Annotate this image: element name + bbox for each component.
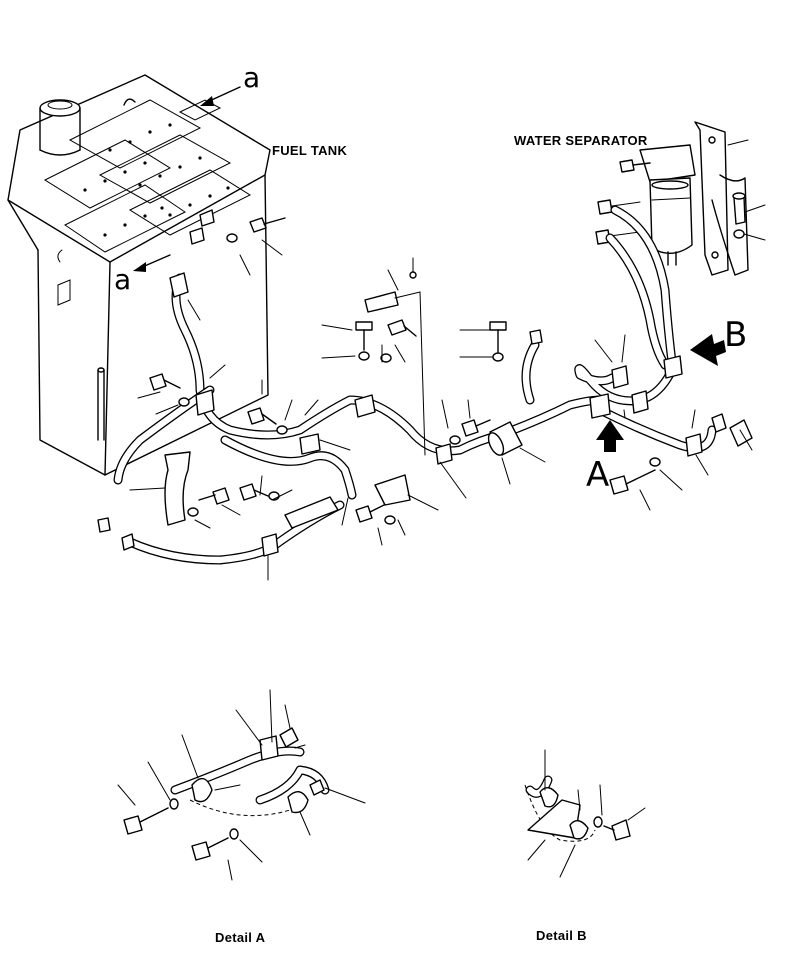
view-arrow-a — [596, 420, 624, 452]
leader-lines-main — [129, 139, 766, 581]
detail-a-caption: Detail A — [215, 930, 266, 945]
fuel-hose-right — [574, 364, 717, 453]
fuel-hose-lower — [220, 340, 540, 500]
view-a-lower-label: a — [114, 263, 132, 296]
fuel-hose-separator-in — [605, 205, 677, 370]
view-arrow-a-upper — [200, 86, 241, 106]
detail-b-caption: Detail B — [536, 928, 587, 943]
fuel-hose-return — [113, 385, 345, 565]
fuel-hose-main — [171, 273, 605, 456]
detail-b — [524, 749, 646, 878]
fittings — [97, 209, 753, 551]
arrow-a-label: A — [586, 455, 610, 495]
fuel-tank-label: FUEL TANK — [272, 143, 348, 158]
view-arrow-b — [690, 334, 726, 366]
hose-clamps — [169, 272, 703, 557]
view-arrow-a-lower — [133, 254, 171, 272]
detail-a — [117, 689, 366, 881]
water-separator-label: WATER SEPARATOR — [514, 133, 648, 148]
arrow-b-label: B — [724, 315, 748, 355]
bolts — [149, 217, 656, 523]
washers — [178, 233, 661, 525]
in-line-strainer — [487, 421, 523, 456]
fuel-tank — [7, 74, 271, 476]
view-a-upper-label: a — [243, 61, 261, 94]
mounting-brackets — [164, 291, 426, 529]
